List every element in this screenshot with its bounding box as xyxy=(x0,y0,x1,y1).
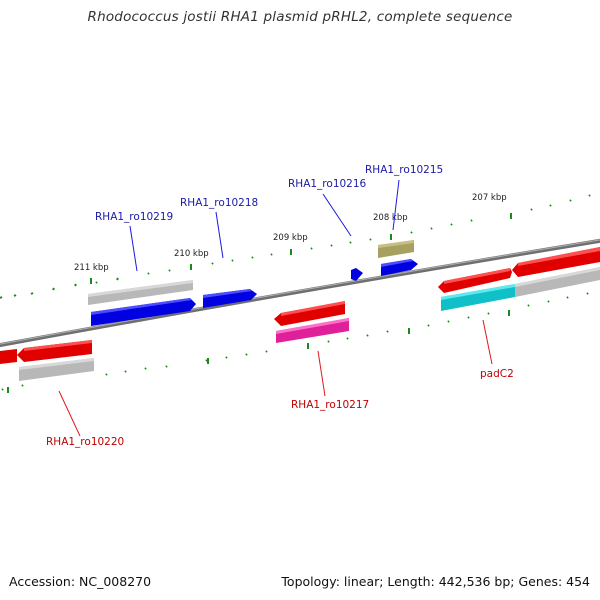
gene-ro10216[interactable] xyxy=(351,268,363,281)
leader-padC2 xyxy=(482,319,493,365)
leader-ro10218 xyxy=(215,211,224,259)
leader-ro10217 xyxy=(317,350,326,397)
topology-text: Topology: linear; Length: 442,536 bp; Ge… xyxy=(281,574,590,589)
gene-cyan-right[interactable] xyxy=(441,284,515,311)
gene-ro10219[interactable] xyxy=(91,298,196,326)
sequence-backbone-highlight xyxy=(0,239,600,345)
gene-gray-lower-left[interactable] xyxy=(19,358,94,381)
leader-ro10216 xyxy=(322,193,352,237)
inner-scale xyxy=(1,292,589,393)
gene-red-far-left[interactable] xyxy=(0,349,17,364)
leader-ro10220 xyxy=(58,390,81,437)
gene-ro10220[interactable] xyxy=(17,340,92,362)
accession-text: Accession: NC_008270 xyxy=(9,574,152,589)
map-title: Rhodococcus jostii RHA1 plasmid pRHL2, c… xyxy=(87,9,513,25)
leader-ro10215 xyxy=(392,179,400,231)
label-ro10215[interactable]: RHA1_ro10215 xyxy=(365,164,443,176)
label-ro10217[interactable]: RHA1_ro10217 xyxy=(291,399,369,411)
outer-scale xyxy=(0,194,591,299)
label-ro10219[interactable]: RHA1_ro10219 xyxy=(95,211,173,223)
tick-label-207: 207 kbp xyxy=(472,193,507,203)
label-ro10218[interactable]: RHA1_ro10218 xyxy=(180,197,258,209)
sequence-backbone xyxy=(0,238,600,348)
label-padC2[interactable]: padC2 xyxy=(480,368,514,380)
label-ro10220[interactable]: RHA1_ro10220 xyxy=(46,436,124,448)
tick-label-210: 210 kbp xyxy=(174,249,209,259)
tick-label-209: 209 kbp xyxy=(273,233,308,243)
tick-label-208: 208 kbp xyxy=(373,213,408,223)
gene-gray-right[interactable] xyxy=(515,267,600,297)
tick-label-211: 211 kbp xyxy=(74,263,109,273)
leader-ro10219 xyxy=(129,225,138,272)
label-ro10216[interactable]: RHA1_ro10216 xyxy=(288,178,367,190)
